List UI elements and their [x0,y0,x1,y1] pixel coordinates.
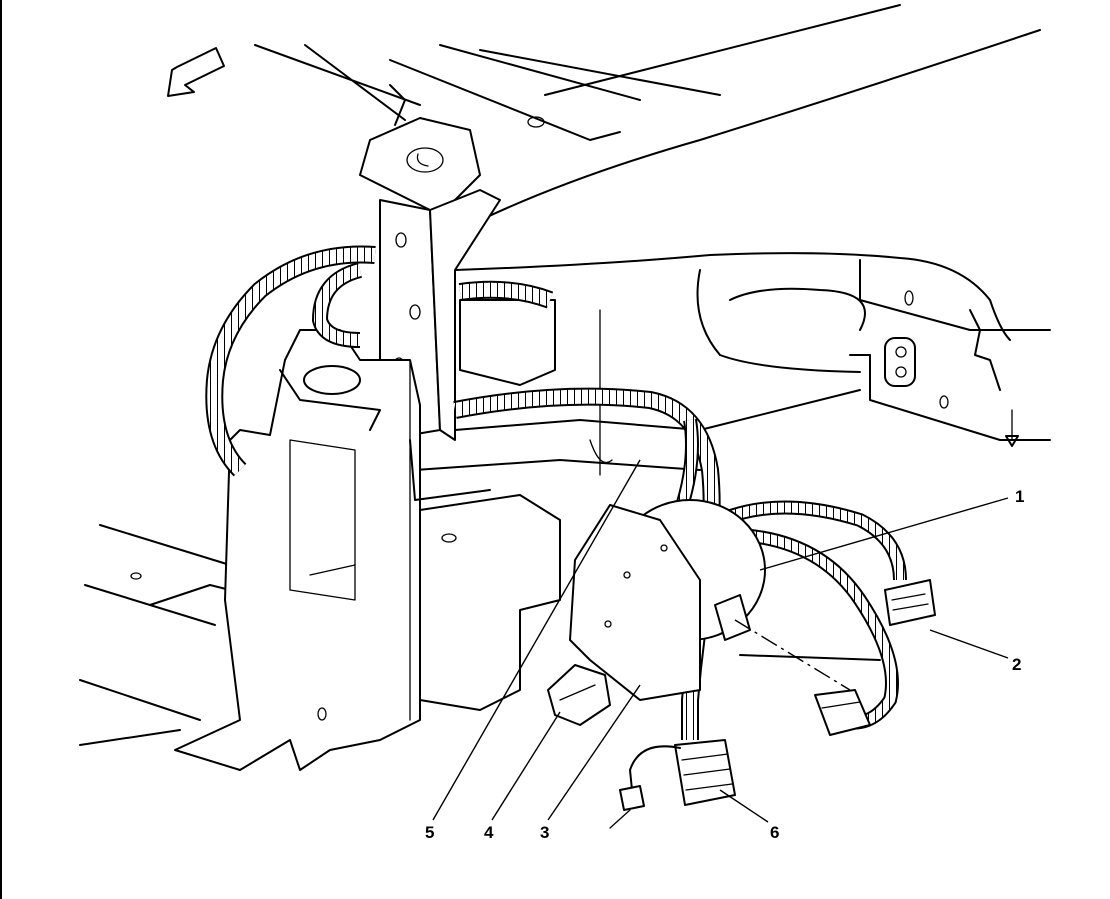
callout-3: 3 [540,823,549,842]
callout-6: 6 [770,823,779,842]
front-arrow-icon [167,47,225,97]
callout-4: 4 [484,823,494,842]
callout-2: 2 [1012,655,1021,674]
side-shield-panel [174,329,491,771]
connector-6 [609,739,736,829]
connector-4 [547,664,611,726]
callout-5: 5 [425,823,434,842]
vehicle-body-outline [79,4,1051,746]
callout-1: 1 [1015,487,1024,506]
connector-2 [884,579,936,626]
module-housing [569,499,766,701]
connector-mating-pair [734,619,871,736]
callout-leaders [432,459,1009,823]
